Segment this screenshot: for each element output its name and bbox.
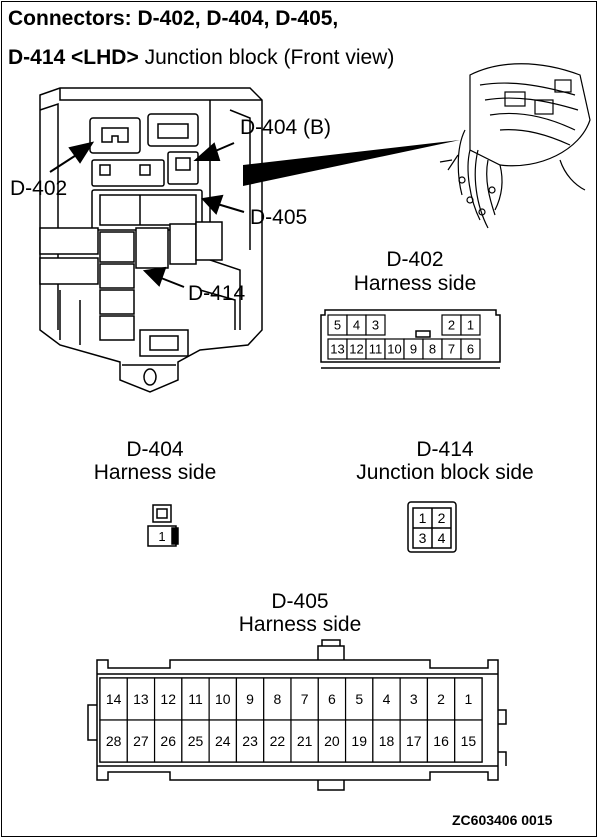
d405-pin-28: 28 [106, 733, 122, 749]
d405-pin-23: 23 [242, 733, 258, 749]
d402-pin-1-cell [460, 314, 481, 336]
d414-pin-1: 1 [419, 510, 427, 526]
d402-pin-5: 5 [334, 318, 341, 333]
d405-pin-4: 4 [383, 691, 391, 707]
d405-pin-8: 8 [273, 691, 281, 707]
d405-pin-5-cell [344, 677, 374, 721]
d405-pin-20: 20 [324, 733, 340, 749]
d405-pin-15-cell [454, 719, 483, 763]
d404-name: D-404 [126, 438, 184, 461]
callout-d405-label: D-405 [250, 206, 308, 229]
figure-title-line1: Connectors: D-402, D-404, D-405, [8, 6, 338, 31]
d405-name: D-405 [271, 590, 329, 613]
d405-pin-13-cell [126, 677, 156, 721]
callout-d414-label: D-414 [188, 282, 246, 305]
d402-pin-9: 9 [410, 342, 417, 357]
d414-name: D-414 [416, 438, 474, 461]
callout-d404-label: D-404 (B) [240, 116, 332, 139]
d402-pin-12: 12 [349, 342, 363, 357]
d414-pin-3: 3 [419, 530, 427, 546]
d405-pin-3: 3 [410, 691, 418, 707]
d405-pin-18-cell [372, 719, 401, 763]
d405-pin-8-cell [263, 677, 292, 721]
d414-pin-4: 4 [438, 530, 446, 546]
d405-pin-1: 1 [464, 691, 472, 707]
callout-d402-label: D-402 [10, 177, 68, 200]
title-plain-2: Junction block (Front view) [144, 46, 395, 69]
d405-pin-26: 26 [160, 733, 176, 749]
d405-pin-17-cell [399, 719, 429, 763]
d405-pin-5: 5 [355, 691, 363, 707]
d405-pin-14: 14 [106, 691, 122, 707]
d402-pin-1: 1 [467, 318, 474, 333]
d402-side: Harness side [353, 272, 477, 295]
d405-pin-24: 24 [215, 733, 231, 749]
d402-pin-6: 6 [467, 342, 474, 357]
d405-pin-10: 10 [215, 691, 231, 707]
d405-pin-25-cell [181, 719, 210, 763]
d405-pin-15: 15 [461, 733, 477, 749]
d405-pin-27: 27 [133, 733, 149, 749]
d405-pin-27-cell [126, 719, 156, 763]
d402-pin-2: 2 [448, 318, 455, 333]
d405-pin-19: 19 [351, 733, 367, 749]
d404-side: Harness side [93, 461, 217, 484]
d405-pin-12-cell [153, 677, 183, 721]
d414-pin-2: 2 [438, 510, 446, 526]
d405-pin-16: 16 [433, 733, 449, 749]
title-bold-2: D-414 <LHD> [8, 46, 139, 69]
d405-side: Harness side [238, 613, 362, 636]
d405-pin-13: 13 [133, 691, 149, 707]
d405-pin-18: 18 [379, 733, 395, 749]
d405-pin-23-cell [235, 719, 265, 763]
d405-pin-6: 6 [328, 691, 336, 707]
d402-pin-13: 13 [330, 342, 344, 357]
d405-pin-7: 7 [301, 691, 309, 707]
d402-pin-4: 4 [353, 318, 360, 333]
d405-pin-19-cell [344, 719, 374, 763]
d402-pin-11: 11 [369, 342, 383, 357]
d405-pin-22-cell [263, 719, 292, 763]
d402-pin-8: 8 [429, 342, 436, 357]
d405-pin-17: 17 [406, 733, 422, 749]
d404-pin-1: 1 [158, 529, 165, 544]
d405-pin-11: 11 [188, 691, 203, 707]
d405-pin-25: 25 [188, 733, 204, 749]
d402-pin-6-cell [460, 338, 481, 360]
d402-pin-10: 10 [387, 342, 401, 357]
d405-pin-7-cell [290, 677, 319, 721]
d405-pin-2: 2 [437, 691, 445, 707]
d405-pin-12: 12 [160, 691, 176, 707]
d405-pin-21: 21 [297, 733, 313, 749]
figure-code: ZC603406 0015 [452, 812, 553, 828]
d402-pin-3-cell [365, 314, 386, 336]
d402-name: D-402 [386, 248, 444, 271]
figure-title-line2: D-414 <LHD> Junction block (Front view) [8, 45, 394, 70]
d402-pin-3: 3 [372, 318, 379, 333]
d405-pin-28-cell [99, 719, 128, 763]
d405-pin-3-cell [399, 677, 429, 721]
d414-side: Junction block side [356, 461, 534, 484]
d405-pin-16-cell [426, 719, 456, 763]
d405-pin-22: 22 [270, 733, 286, 749]
d405-pin-2-cell [426, 677, 456, 721]
d405-pin-9: 9 [246, 691, 254, 707]
d402-pin-7: 7 [448, 342, 455, 357]
d405-pin-10-cell [208, 677, 238, 721]
title-bold-1: Connectors: D-402, D-404, D-405, [8, 7, 339, 30]
